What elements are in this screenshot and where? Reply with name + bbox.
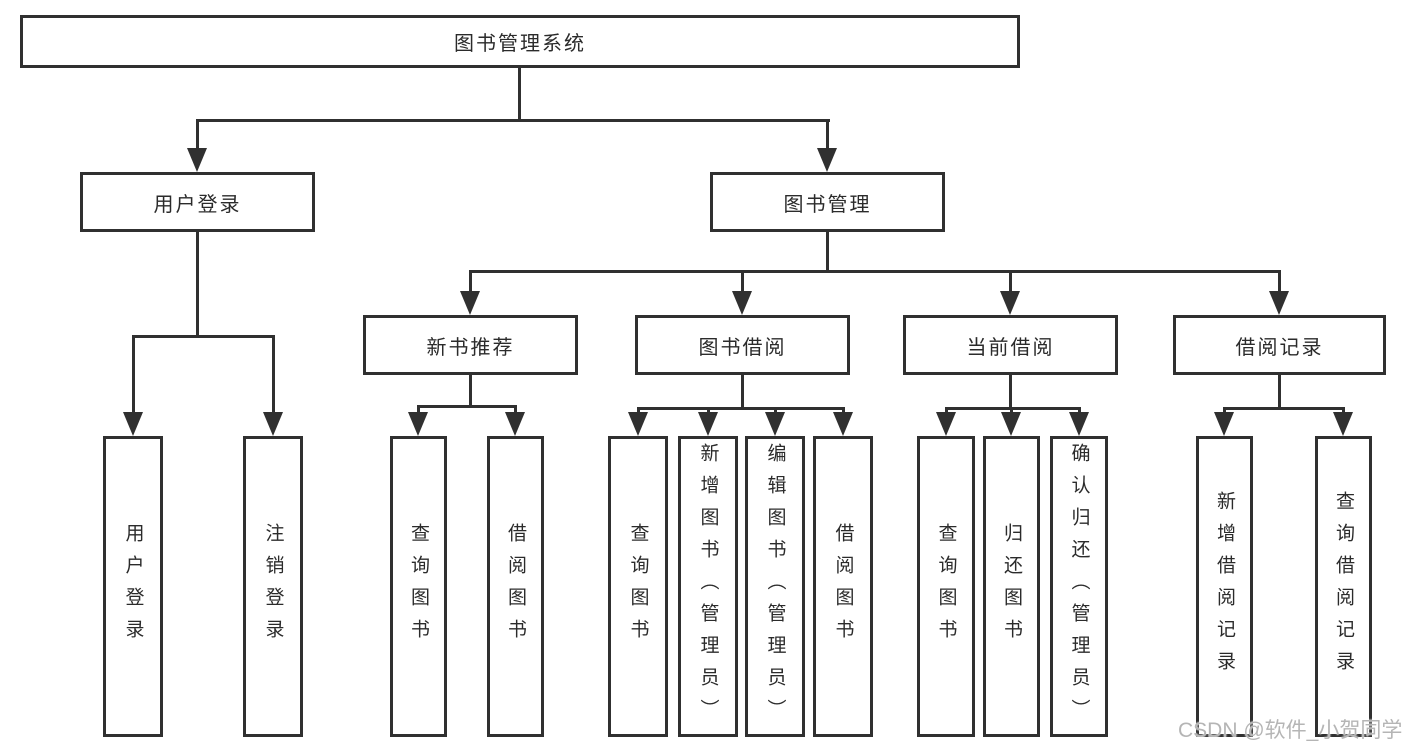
node-leaf-query-books-recommend: 查询图书	[390, 436, 447, 737]
connector-line	[826, 232, 829, 272]
connector-line	[741, 270, 744, 294]
arrowhead-down-icon	[1000, 291, 1020, 315]
arrowhead-down-icon	[1001, 412, 1021, 436]
node-borrowing-records: 借阅记录	[1173, 315, 1386, 375]
node-label: 借阅图书	[505, 522, 526, 651]
node-label: 查询图书	[408, 522, 429, 651]
node-label: 查询借阅记录	[1333, 490, 1354, 683]
connector-line	[132, 335, 275, 338]
node-leaf-query-borrow-record: 查询借阅记录	[1315, 436, 1372, 737]
arrowhead-down-icon	[732, 291, 752, 315]
node-label: 当前借阅	[966, 336, 1055, 359]
connector-line	[514, 405, 517, 415]
csdn-watermark: CSDN @软件_小贺同学	[1178, 719, 1403, 742]
node-leaf-borrow-books-borrowing: 借阅图书	[813, 436, 873, 737]
node-leaf-query-books-borrowing: 查询图书	[608, 436, 668, 737]
connector-line	[842, 407, 845, 415]
connector-line	[707, 407, 710, 415]
connector-line	[196, 232, 199, 337]
arrowhead-down-icon	[936, 412, 956, 436]
connector-line	[469, 270, 472, 294]
arrowhead-down-icon	[817, 148, 837, 172]
connector-line	[196, 119, 199, 151]
node-new-book-recommendation: 新书推荐	[363, 315, 578, 375]
arrowhead-down-icon	[1214, 412, 1234, 436]
node-library-management-system: 图书管理系统	[20, 15, 1020, 68]
node-leaf-edit-books-admin: 编辑图书（管理员）	[745, 436, 805, 737]
node-label: 借阅图书	[832, 522, 854, 651]
arrowhead-down-icon	[187, 148, 207, 172]
arrowhead-down-icon	[628, 412, 648, 436]
connector-line	[1278, 270, 1281, 294]
node-label: 注销登录	[262, 522, 284, 651]
connector-line	[1223, 407, 1226, 415]
node-leaf-user-login: 用户登录	[103, 436, 163, 737]
connector-line	[774, 407, 777, 415]
arrowhead-down-icon	[263, 412, 283, 436]
connector-line	[417, 405, 517, 408]
node-book-borrowing: 图书借阅	[635, 315, 850, 375]
connector-line	[637, 407, 640, 415]
node-label: 编辑图书（管理员）	[764, 442, 786, 731]
node-leaf-return-books: 归还图书	[983, 436, 1040, 737]
node-label: 确认归还（管理员）	[1068, 442, 1090, 731]
arrowhead-down-icon	[123, 412, 143, 436]
node-leaf-add-books-admin: 新增图书（管理员）	[678, 436, 738, 737]
connector-line	[945, 407, 1081, 410]
connector-line	[637, 407, 845, 410]
arrowhead-down-icon	[460, 291, 480, 315]
node-book-management: 图书管理	[710, 172, 945, 232]
connector-line	[518, 67, 521, 121]
connector-line	[469, 270, 1281, 273]
node-current-borrowing: 当前借阅	[903, 315, 1118, 375]
connector-line	[741, 375, 744, 409]
arrowhead-down-icon	[833, 412, 853, 436]
node-label: 用户登录	[153, 193, 242, 216]
node-leaf-borrow-books-recommend: 借阅图书	[487, 436, 544, 737]
connector-line	[1078, 407, 1081, 415]
connector-line	[132, 335, 135, 415]
node-user-login: 用户登录	[80, 172, 315, 232]
connector-line	[469, 375, 472, 407]
connector-line	[272, 335, 275, 415]
arrowhead-down-icon	[1333, 412, 1353, 436]
node-label: 用户登录	[122, 522, 144, 651]
connector-line	[196, 119, 830, 122]
arrowhead-down-icon	[1269, 291, 1289, 315]
connector-line	[826, 119, 829, 151]
connector-line	[1010, 407, 1013, 415]
arrowhead-down-icon	[765, 412, 785, 436]
node-label: 查询图书	[627, 522, 649, 651]
node-label: 新书推荐	[426, 336, 515, 359]
node-label: 借阅记录	[1235, 336, 1324, 359]
node-leaf-confirm-return-admin: 确认归还（管理员）	[1050, 436, 1108, 737]
node-label: 归还图书	[1001, 522, 1022, 651]
connector-line	[1009, 375, 1012, 409]
node-label: 新增借阅记录	[1214, 490, 1235, 683]
connector-line	[1223, 407, 1345, 410]
connector-line	[417, 405, 420, 415]
node-label: 查询图书	[935, 522, 957, 651]
connector-line	[945, 407, 948, 415]
node-leaf-logout: 注销登录	[243, 436, 303, 737]
node-label: 图书借阅	[698, 336, 787, 359]
arrowhead-down-icon	[1069, 412, 1089, 436]
connector-line	[1342, 407, 1345, 415]
connector-line	[1009, 270, 1012, 294]
arrowhead-down-icon	[698, 412, 718, 436]
node-leaf-add-borrow-record: 新增借阅记录	[1196, 436, 1253, 737]
node-leaf-query-books-current: 查询图书	[917, 436, 975, 737]
arrowhead-down-icon	[505, 412, 525, 436]
node-label: 图书管理系统	[454, 33, 586, 55]
node-label: 新增图书（管理员）	[697, 442, 719, 731]
arrowhead-down-icon	[408, 412, 428, 436]
node-label: 图书管理	[783, 193, 872, 216]
connector-line	[1278, 375, 1281, 409]
